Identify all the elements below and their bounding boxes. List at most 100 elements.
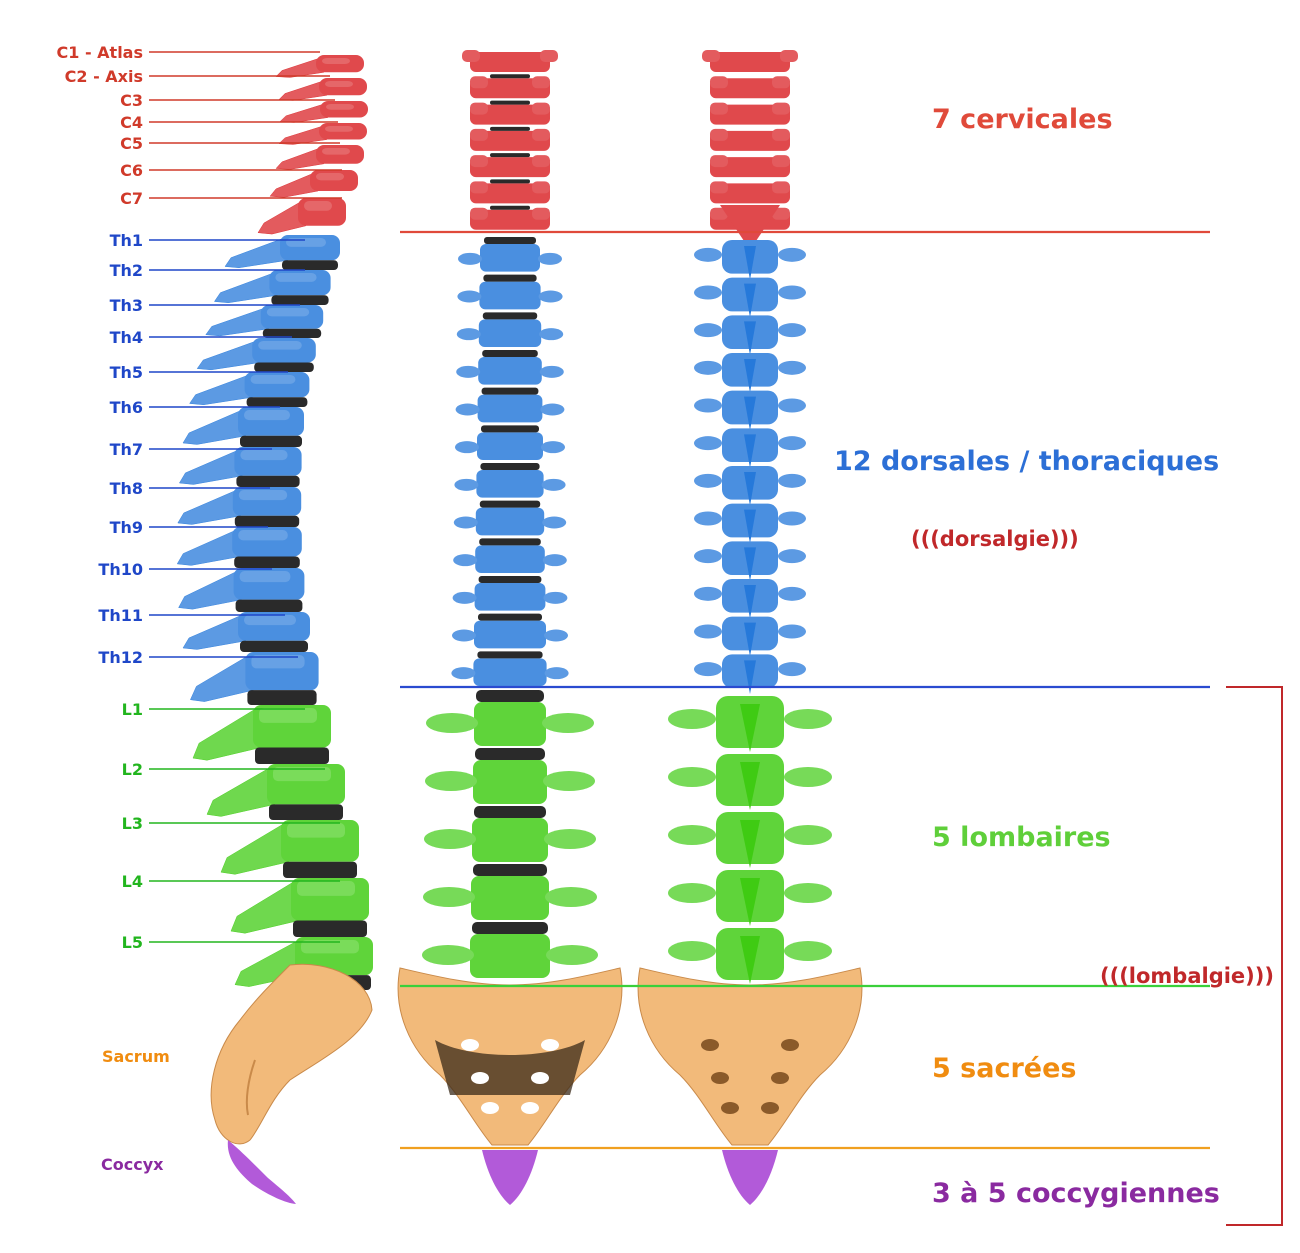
lateral-process-21 bbox=[220, 822, 290, 875]
posterior-thoracic-right-process-10 bbox=[778, 586, 806, 601]
posterior-cervical-right-process-2 bbox=[772, 76, 790, 89]
posterior-sacral-foramen-1 bbox=[701, 1039, 719, 1051]
lateral-vertebra-highlight-0 bbox=[322, 58, 350, 65]
posterior-thoracic-left-process-1 bbox=[694, 247, 722, 262]
posterior-cervical-right-process-7 bbox=[772, 207, 790, 220]
anterior-thoracic-disc-10 bbox=[478, 576, 542, 583]
anterior-thoracic-left-rib-1 bbox=[458, 252, 482, 265]
posterior-cervical-right-process-6 bbox=[772, 181, 790, 194]
anterior-thoracic-right-rib-1 bbox=[538, 252, 562, 265]
anterior-lumbar-disc-5 bbox=[472, 922, 548, 934]
anterior-thoracic-disc-4 bbox=[482, 350, 538, 357]
posterior-cervical-2 bbox=[710, 78, 790, 99]
posterior-thoracic-spinous-4 bbox=[744, 359, 756, 393]
anterior-thoracic-right-rib-7 bbox=[541, 478, 566, 491]
lateral-disc-11 bbox=[246, 397, 308, 407]
posterior-thoracic-right-process-6 bbox=[778, 436, 806, 451]
anterior-cervical-5 bbox=[470, 157, 550, 178]
anterior-coccyx bbox=[482, 1150, 538, 1205]
lateral-vertebra-highlight-23 bbox=[301, 940, 359, 954]
posterior-cervical-5 bbox=[710, 157, 790, 178]
vertebra-label-l2: L2 bbox=[122, 760, 143, 779]
vertebra-label-c7: C7 bbox=[120, 189, 143, 208]
anterior-thoracic-11 bbox=[474, 620, 546, 649]
anterior-spine-view bbox=[397, 50, 623, 1205]
anterior-thoracic-disc-8 bbox=[479, 500, 541, 508]
anterior-lumbar-3 bbox=[472, 818, 548, 862]
anterior-cervical-disc-2 bbox=[490, 74, 530, 79]
vertebra-label-c1: C1 - Atlas bbox=[57, 43, 144, 62]
region-coccygeal-label: 3 à 5 coccygiennes bbox=[932, 1178, 1220, 1209]
lateral-process-5 bbox=[269, 172, 319, 198]
vertebra-label-l3: L3 bbox=[122, 814, 143, 833]
vertebra-label-th12: Th12 bbox=[98, 648, 143, 667]
anterior-thoracic-disc-12 bbox=[477, 651, 543, 659]
posterior-thoracic-spinous-11 bbox=[744, 622, 756, 657]
anterior-lumbar-5 bbox=[470, 934, 550, 978]
anterior-cervical-disc-5 bbox=[490, 153, 530, 158]
posterior-thoracic-left-process-5 bbox=[694, 398, 722, 413]
posterior-thoracic-spinous-10 bbox=[744, 585, 756, 619]
lateral-vertebra-highlight-10 bbox=[258, 341, 302, 350]
anterior-thoracic-left-rib-12 bbox=[451, 667, 476, 680]
anterior-thoracic-disc-9 bbox=[479, 538, 541, 546]
posterior-cervical-right-process-5 bbox=[772, 155, 790, 168]
posterior-thoracic-left-process-3 bbox=[694, 323, 722, 338]
lateral-disc-14 bbox=[234, 515, 300, 527]
anterior-thoracic-4 bbox=[478, 357, 542, 385]
posterior-thoracic-left-process-4 bbox=[694, 360, 722, 375]
posterior-coccyx bbox=[722, 1150, 778, 1205]
lateral-disc-7 bbox=[282, 260, 338, 270]
posterior-cervical-left-process-3 bbox=[710, 102, 728, 115]
posterior-cervical-left-process-5 bbox=[710, 155, 728, 168]
posterior-thoracic-left-process-12 bbox=[694, 662, 722, 677]
anterior-cervical-left-process-4 bbox=[470, 128, 488, 141]
lateral-disc-9 bbox=[262, 328, 322, 338]
lateral-disc-13 bbox=[236, 475, 300, 487]
posterior-lumbar-right-process-1 bbox=[784, 709, 832, 729]
posterior-cervical-right-process-1 bbox=[780, 50, 798, 62]
lateral-vertebra-highlight-19 bbox=[259, 708, 317, 723]
anterior-thoracic-right-rib-5 bbox=[540, 403, 565, 416]
lateral-process-8 bbox=[213, 272, 278, 304]
lateral-process-22 bbox=[230, 880, 300, 934]
anterior-lumbar-2 bbox=[473, 760, 547, 804]
lateral-disc-16 bbox=[235, 599, 303, 612]
posterior-cervical-1 bbox=[710, 52, 790, 72]
posterior-lumbar-right-process-5 bbox=[784, 941, 832, 961]
posterior-sacral-foramen-4 bbox=[771, 1072, 789, 1084]
lateral-disc-12 bbox=[240, 435, 302, 447]
anterior-sacral-foramen-4 bbox=[531, 1072, 549, 1084]
anterior-thoracic-left-rib-2 bbox=[457, 290, 482, 303]
lateral-vertebra-highlight-11 bbox=[250, 375, 296, 384]
anterior-thoracic-12 bbox=[473, 658, 547, 686]
posterior-cervical-3 bbox=[710, 104, 790, 125]
anterior-lumbar-left-process-2 bbox=[425, 771, 477, 791]
posterior-thoracic-right-process-9 bbox=[778, 549, 806, 564]
anterior-cervical-disc-7 bbox=[490, 205, 530, 210]
lateral-process-18 bbox=[190, 654, 254, 702]
posterior-thoracic-left-process-8 bbox=[694, 511, 722, 526]
lateral-vertebra-highlight-6 bbox=[304, 201, 332, 211]
anterior-cervical-right-process-7 bbox=[532, 207, 550, 220]
lateral-disc-22 bbox=[293, 920, 367, 937]
posterior-lumbar-left-process-5 bbox=[668, 941, 716, 961]
posterior-sacral-foramen-6 bbox=[761, 1102, 779, 1114]
posterior-lumbar-right-process-4 bbox=[784, 883, 832, 903]
anterior-thoracic-left-rib-9 bbox=[453, 554, 478, 567]
posterior-thoracic-spinous-1 bbox=[744, 246, 756, 280]
anterior-cervical-left-process-3 bbox=[470, 102, 488, 115]
lateral-vertebra-highlight-17 bbox=[244, 615, 296, 626]
vertebra-label-th9: Th9 bbox=[110, 518, 143, 537]
anterior-thoracic-left-rib-3 bbox=[456, 328, 481, 341]
lateral-disc-8 bbox=[271, 295, 329, 305]
vertebra-label-c6: C6 bbox=[120, 161, 143, 180]
anterior-sacral-foramen-5 bbox=[481, 1102, 499, 1114]
anterior-cervical-right-process-2 bbox=[532, 76, 550, 89]
lateral-sacrum bbox=[210, 963, 373, 1145]
anterior-cervical-7 bbox=[470, 209, 550, 230]
lateral-vertebra-highlight-2 bbox=[326, 104, 354, 110]
lateral-process-16 bbox=[178, 570, 242, 610]
vertebra-label-l5: L5 bbox=[122, 933, 143, 952]
